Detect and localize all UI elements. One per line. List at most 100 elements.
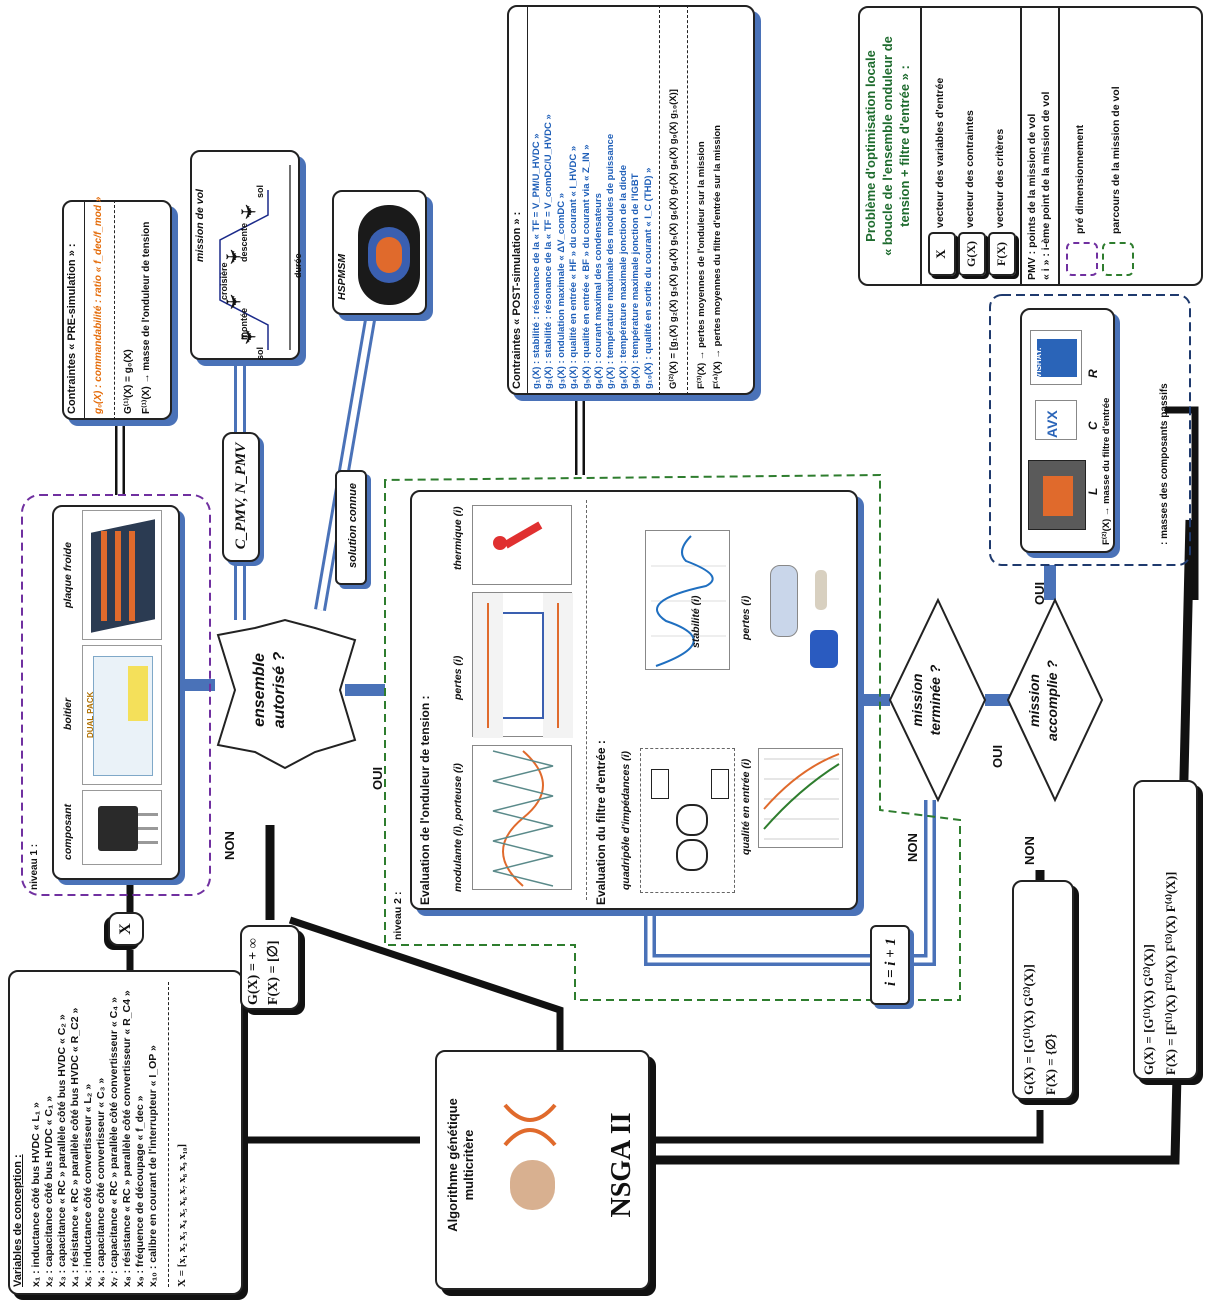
passifs-title-wrap: : masses des composants passifs xyxy=(1158,305,1174,545)
quadripole-label-wrap: quadripôle d'impédances (i) xyxy=(620,730,636,890)
airplane-icon: ✈ xyxy=(225,247,242,269)
i-increment-label: i = i + 1 xyxy=(883,938,899,986)
thermometer-bulb-icon xyxy=(493,536,507,550)
mission-sol2: sol xyxy=(255,346,265,360)
oui-center-label: OUI xyxy=(370,766,385,790)
design-var-item: x₉ : fréquence de découpage « f_dec » xyxy=(134,1095,146,1287)
pertes2-label-wrap: pertes (i) xyxy=(740,580,756,640)
post-item: g₆(X) : courant maximal des condensateur… xyxy=(593,193,605,389)
inductor-icon xyxy=(770,565,798,637)
non-right-wrap: NON xyxy=(1022,825,1040,865)
passifs-l: L xyxy=(1086,487,1100,495)
oui-mid-wrap: OUI xyxy=(990,728,1008,768)
legend-divider-2 xyxy=(1020,6,1022,286)
legend-f-symbol: F(X) xyxy=(988,232,1016,276)
avx-wrap: AVX xyxy=(1044,402,1064,438)
boitier-image xyxy=(82,645,162,785)
pertes-label: pertes (i) xyxy=(452,655,464,700)
g-full-line2: F(X) = [F⁽¹⁾(X) F⁽²⁾(X) F⁽³⁾(X) F⁽⁴⁾(X)] xyxy=(1163,871,1178,1075)
passifs-c: C xyxy=(1086,421,1100,430)
boitier-label: boitier xyxy=(62,697,74,730)
source-icon xyxy=(676,804,708,836)
design-var-item: x₂ : capacitance côté bus HVDC « C₁ » xyxy=(43,1095,55,1287)
transistor-icon xyxy=(98,806,138,851)
legend-title: Problème d'optimisation locale « boucle … xyxy=(862,6,913,286)
post-item: g₁₀(X) : qualité en sortie du courant « … xyxy=(642,167,654,389)
legend-divider-3 xyxy=(1058,6,1060,286)
passifs-f2: F⁽²⁾(X) → masse du filtre d'entrée xyxy=(1101,397,1112,545)
onduleur-title: Evaluation de l'onduleur de tension : xyxy=(418,695,432,905)
solution-connue-wrap: solution connue xyxy=(339,473,365,578)
mission-descente: descente xyxy=(239,222,249,262)
legend-g-text: vecteur des contraintes xyxy=(964,110,976,228)
pre-constraints-panel xyxy=(62,200,172,420)
plaque-label: plaque froide xyxy=(62,542,74,608)
source-icon xyxy=(676,839,708,871)
oui-mid-label: OUI xyxy=(990,744,1005,768)
passifs-r: R xyxy=(1086,369,1100,378)
cpmv-box xyxy=(222,432,260,562)
hspmsm-label: HSPMSM xyxy=(336,253,348,300)
niveau2-title: niveau 2 : xyxy=(392,891,404,940)
niveau1-title: niveau 1 : xyxy=(29,843,40,890)
passifs-f2-wrap: F⁽²⁾(X) → masse du filtre d'entrée xyxy=(1100,305,1116,545)
x-input-label-wrap: X xyxy=(108,912,144,946)
design-var-item: x₅ : inductance côté convertisseur « L₂ … xyxy=(82,1083,94,1287)
legend-title-line1: Problème d'optimisation locale xyxy=(863,50,878,242)
design-var-item: x₈ : résistance « RC » parallèle côté co… xyxy=(121,990,133,1287)
design-var-item: x₇ : capacitance « RC » parallèle côté c… xyxy=(108,997,120,1287)
pertes-chart xyxy=(472,592,573,738)
cpmv-label: C_PMV, N_PMV xyxy=(233,442,249,550)
non-left-wrap: NON xyxy=(222,800,242,860)
post-item: g₉(X) : température maximale jonction de… xyxy=(630,173,642,389)
pipe-icon xyxy=(129,531,135,621)
mission-accomplie-wrap: mission accomplie ? xyxy=(1025,653,1069,748)
mission-croisiere: croisière xyxy=(219,262,229,300)
post-divider-3 xyxy=(687,5,688,395)
pipe-icon xyxy=(115,531,121,621)
post-divider xyxy=(527,5,528,395)
inductor-core-icon xyxy=(1028,460,1086,530)
g-inf-line1: G(X) = + ∞ xyxy=(246,938,261,1005)
thermique-label: thermique (i) xyxy=(452,506,464,570)
x-input-box xyxy=(108,912,144,946)
design-vars-divider xyxy=(168,982,169,1287)
g-inf-line2: F(X) = [∅] xyxy=(266,940,281,1005)
post-divider-2 xyxy=(659,5,660,395)
pre-divider xyxy=(84,200,85,420)
post-constraints-rotated: Contraintes « POST-simulation » : g₁(X) … xyxy=(507,5,755,395)
plaque-image xyxy=(82,510,162,640)
dna-icon xyxy=(500,1095,560,1155)
legend-x-text: vecteur des variables d'entrée xyxy=(934,77,946,228)
oui-right-label: OUI xyxy=(1032,581,1047,605)
vishay-wrap: VISHAY. xyxy=(1034,334,1048,378)
post-g2: G⁽²⁾(X) = [g₁(X) g₂(X) g₃(X) g₄(X) g₅(X)… xyxy=(668,89,679,389)
post-item: g₄(X) : qualité en entrée « HF » du cour… xyxy=(568,145,580,389)
transistor-lead-icon xyxy=(138,827,158,830)
legend-green-swatch xyxy=(1102,242,1134,276)
pipe-icon xyxy=(101,531,107,621)
design-vars-panel xyxy=(8,970,243,1295)
pre-divider-2 xyxy=(114,200,115,420)
g-empty-line2: F(X) = {∅} xyxy=(1043,1033,1058,1095)
post-item: g₈(X) : température maximale jonction de… xyxy=(617,164,629,389)
passifs-title: : masses des composants passifs xyxy=(1159,383,1170,545)
i-increment-box xyxy=(870,925,910,1005)
mission-montee: montée xyxy=(239,307,249,340)
post-constraints-panel xyxy=(507,5,755,395)
legend-green-text: parcours de la mission de vol xyxy=(1110,86,1122,234)
post-f3: F⁽³⁾(X) → pertes moyennes de l'onduleur … xyxy=(696,141,707,389)
legend-panel xyxy=(858,6,1203,286)
g-inf-wrap: G(X) = + ∞ F(X) = [∅] xyxy=(244,925,296,1005)
legend-f-text: vecteur des critères xyxy=(994,128,1006,228)
mission-duree: durée xyxy=(293,253,303,278)
quadripole-circuit xyxy=(640,748,735,893)
g-empty-box xyxy=(1012,880,1074,1100)
legend-x-symbol: X xyxy=(928,232,956,276)
pre-g1: G⁽¹⁾(X) = g₀(X) xyxy=(123,349,134,414)
design-var-item: x₁₀ : calibre en courant de l'interrupte… xyxy=(147,1045,159,1287)
motor-icon xyxy=(358,205,420,305)
legend-pmv-2: « i » : i-ème point de la mission de vol xyxy=(1040,91,1052,280)
legend-pmv-1: PMV : points de la mission de vol xyxy=(1026,113,1038,280)
mission-montee-wrap: montée xyxy=(238,290,250,340)
